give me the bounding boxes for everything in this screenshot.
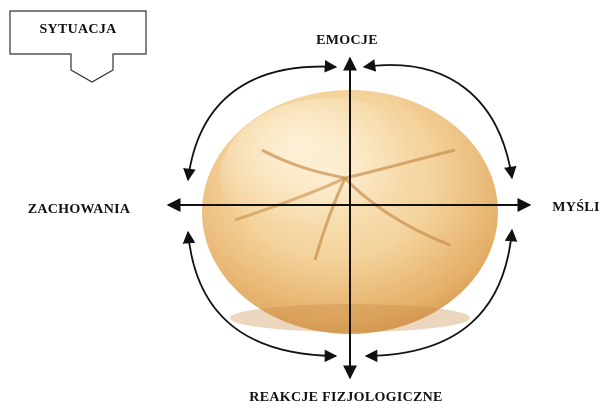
situation-label: SYTUACJA xyxy=(39,22,117,37)
label-thoughts: MYŚLI xyxy=(552,198,599,215)
label-emotions: EMOCJE xyxy=(316,33,378,48)
situation-box: SYTUACJA xyxy=(10,11,146,82)
label-physiological-reactions: REAKCJE FIZJOLOGICZNE xyxy=(249,390,442,405)
label-behaviours: ZACHOWANIA xyxy=(28,202,131,217)
